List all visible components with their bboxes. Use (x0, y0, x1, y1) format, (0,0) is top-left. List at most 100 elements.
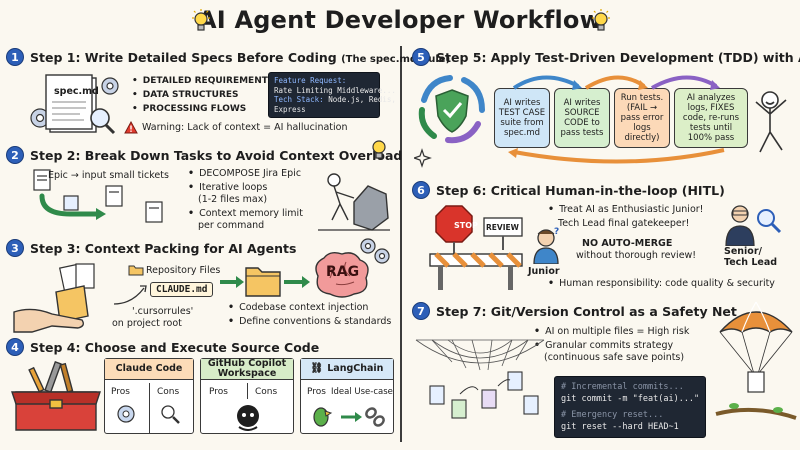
tool-card-langchain: ⛓LangChain Pros Ideal Use-case (300, 358, 394, 434)
lightbulb-icon (372, 140, 386, 159)
step3-bullet: Define conventions & standards (228, 316, 391, 328)
branch-icon (715, 403, 797, 420)
cons-label: Cons (157, 387, 180, 397)
tdd-step-run-tests: Run tests. (FAIL → pass error logs direc… (614, 88, 670, 148)
step5-header: 5 Step 5: Apply Test-Driven Development … (412, 48, 800, 66)
parachute-illustration (715, 301, 797, 420)
stop-sign-icon (435, 205, 473, 254)
document-icon (63, 195, 79, 211)
page-title: AI Agent Developer Workflow (198, 6, 602, 34)
step7-bullet: AI on multiple files = High risk (534, 326, 689, 338)
cursorrules-sub: on project root (112, 318, 182, 329)
gear-icon (30, 77, 119, 128)
spec-document-illustration (30, 74, 119, 135)
gear-icon (117, 405, 135, 423)
chain-link-icon (365, 407, 385, 427)
cursorrules-label: '.cursorrules' (132, 306, 194, 317)
step7-header: 7 Step 7: Git/Version Control as a Safet… (412, 302, 737, 320)
tool-card-claude-code: Claude Code Pros Cons (104, 358, 194, 434)
arrow-icon (113, 285, 147, 305)
spec-file-label: spec.md (54, 86, 99, 97)
tdd-step-write-tests: AI writes TEST CASE suite from spec.md (494, 88, 550, 148)
step2-number: 2 (6, 146, 24, 164)
step4-number: 4 (6, 338, 24, 356)
github-octocat-icon (237, 405, 259, 431)
step6-title: Step 6: Critical Human-in-the-loop (HITL… (436, 182, 725, 198)
folder-icon (245, 267, 281, 297)
step1-header: 1 Step 1: Write Detailed Specs Before Co… (6, 48, 450, 66)
safety-net-illustration (415, 339, 545, 419)
hitl-line: Human responsibility: code quality & sec… (548, 278, 775, 290)
toolbox-icon (11, 360, 101, 431)
document-icon (33, 169, 163, 223)
step7-title: Step 7: Git/Version Control as a Safety … (436, 303, 737, 319)
gear-icon (360, 238, 390, 264)
tool-name: Claude Code (105, 359, 193, 380)
hitl-line: Tech Lead final gatekeeper! (558, 218, 690, 229)
stop-barrier-illustration (429, 205, 523, 290)
pros-label: Pros (307, 387, 326, 397)
folder-icon (128, 265, 144, 276)
review-sign (483, 217, 523, 250)
magnifier-icon (161, 405, 180, 424)
junior-person-icon: ? (533, 227, 559, 264)
step1-number: 1 (6, 48, 24, 66)
parrot-to-chain-illustration (313, 407, 385, 427)
shield-icon (435, 89, 469, 133)
step7-number: 7 (412, 302, 430, 320)
step6-number: 6 (412, 181, 430, 199)
hand-with-files-illustration (13, 263, 95, 333)
step1-bullet: PROCESSING FLOWS (132, 104, 247, 116)
tdd-cycle-arrows (512, 75, 720, 90)
magnifier-icon (90, 108, 116, 135)
tdd-step-write-code: AI writes SOURCE CODE to pass tests (554, 88, 610, 148)
git-commands-code: # Incremental commits... git commit -m "… (554, 376, 706, 438)
barrier-icon (429, 252, 523, 290)
step2-bullet: Iterative loops (188, 182, 267, 194)
epic-label: Epic → input small tickets (48, 170, 169, 181)
step3-header: 3 Step 3: Context Packing for AI Agents (6, 239, 296, 257)
column-divider (400, 46, 402, 442)
step4-title: Step 4: Choose and Execute Source Code (30, 339, 320, 355)
hitl-line: without thorough review! (576, 250, 697, 261)
cons-label: Cons (255, 387, 278, 397)
step7-bullet: Granular commits strategy (534, 340, 673, 352)
step3-bullet: Codebase context injection (228, 302, 368, 314)
step2-title: Step 2: Break Down Tasks to Avoid Contex… (30, 147, 403, 163)
person-pushing-rock-illustration (318, 173, 390, 231)
step3-number: 3 (6, 239, 24, 257)
pros-label: Pros (209, 387, 228, 397)
sparkle-icon (414, 148, 432, 168)
step2-bullet: Context memory limit (188, 208, 303, 220)
rag-label: RAG (326, 264, 360, 280)
step2-bullet-cont: (1-2 files max) (198, 194, 268, 205)
tool-card-github-copilot: GitHub Copilot Workspace Pros Cons (200, 358, 294, 434)
claude-md-file: CLAUDE.md (150, 282, 214, 297)
document-icon (747, 371, 765, 393)
step1-bullet: DATA STRUCTURES (132, 90, 239, 102)
magnifier-icon (757, 209, 782, 234)
step5-number: 5 (412, 48, 430, 66)
celebrating-person-icon (755, 91, 787, 153)
hitl-line: NO AUTO-MERGE (582, 238, 673, 249)
folder-to-rag-illustration (220, 267, 310, 297)
parrot-icon (313, 407, 333, 427)
warning-icon (124, 121, 138, 134)
document-icon (58, 263, 95, 293)
step6-header: 6 Step 6: Critical Human-in-the-loop (HI… (412, 181, 725, 199)
step1-bullet: DETAILED REQUIREMENTS (132, 76, 275, 88)
review-label: REVIEW (486, 223, 519, 232)
brain-icon (315, 251, 369, 298)
senior-label: Senior/ Tech Lead (724, 246, 778, 268)
repository-files-label: Repository Files (146, 265, 221, 276)
tool-name: GitHub Copilot Workspace (201, 359, 293, 380)
lightbulb-icon (192, 9, 210, 31)
step1-title: Step 1: Write Detailed Specs Before Codi… (30, 49, 451, 65)
step2-bullet-cont: per command (198, 220, 265, 231)
step4-header: 4 Step 4: Choose and Execute Source Code (6, 338, 319, 356)
lightbulb-icon (592, 9, 610, 31)
tdd-step-analyze-fix: AI analyzes logs, FIXES code, re-runs te… (674, 88, 748, 148)
pros-label: Pros (111, 387, 130, 397)
svg-text:?: ? (554, 227, 559, 237)
junior-label: Junior (528, 266, 560, 277)
